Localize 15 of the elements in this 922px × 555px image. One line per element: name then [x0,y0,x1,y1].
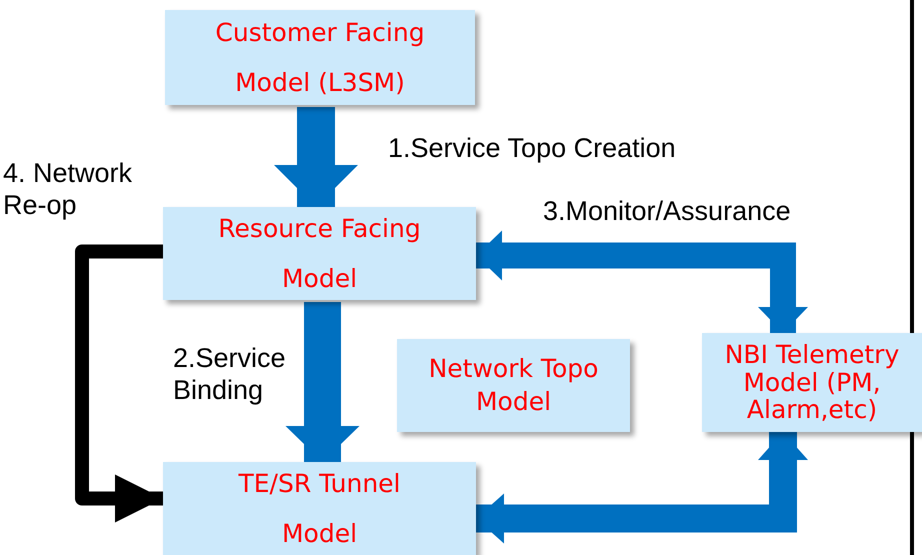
model-box [397,339,630,432]
arrow [476,230,808,333]
model-box [163,462,476,555]
arrow [274,107,358,207]
model-name: NBI Telemetry Model (PM, Alarm,etc) [724,341,900,424]
arrow [476,432,808,544]
model-box [163,207,476,300]
model-name: Network Topo Model [428,353,600,418]
arrow [286,302,360,462]
model-box [702,333,922,432]
model-name: Customer Facing Model (L3SM) [214,16,426,98]
model-name: Resource Facing Model [217,212,422,294]
model-box [165,10,475,105]
model-name: TE/SR Tunnel Model [237,468,402,550]
arrow [75,244,163,522]
